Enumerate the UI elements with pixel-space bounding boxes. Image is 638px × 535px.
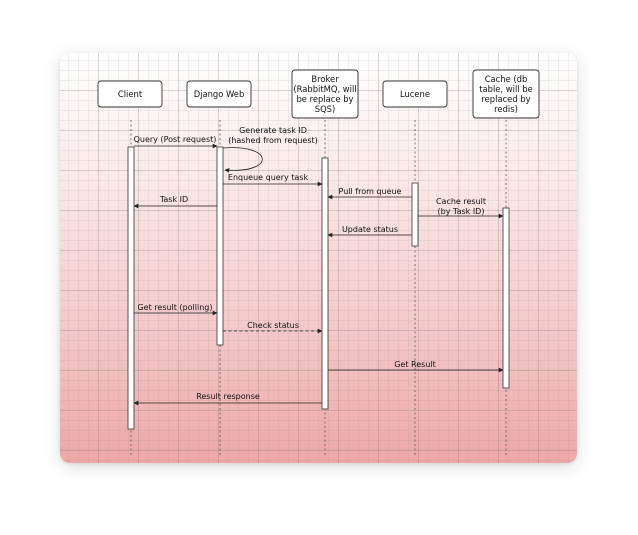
participant-label: Client bbox=[118, 89, 143, 99]
participant-django[interactable]: Django Web bbox=[186, 80, 252, 108]
message-label-line: (by Task ID) bbox=[438, 207, 485, 216]
message-query[interactable]: Query (Post request) bbox=[134, 135, 218, 149]
message-label: Get Result bbox=[394, 360, 436, 369]
message-label: Update status bbox=[342, 225, 398, 234]
message-label-line: Get result (polling) bbox=[137, 303, 212, 312]
message-check-status[interactable]: Check status bbox=[223, 321, 323, 334]
message-label: Task ID bbox=[159, 195, 188, 204]
diagram-canvas bbox=[60, 53, 577, 463]
message-label-line: Task ID bbox=[159, 195, 188, 204]
message-label-line: Pull from queue bbox=[339, 187, 402, 196]
message-generate-task-id[interactable]: Generate task ID(hashed from request) bbox=[222, 126, 318, 173]
participant-box bbox=[291, 69, 359, 119]
message-label: Cache result(by Task ID) bbox=[436, 197, 486, 216]
message-label: Check status bbox=[247, 321, 299, 330]
message-label-line: Generate task ID bbox=[239, 126, 307, 135]
message-label: Generate task ID(hashed from request) bbox=[228, 126, 318, 145]
participant-lucene[interactable]: Lucene bbox=[382, 80, 448, 108]
message-update-status[interactable]: Update status bbox=[327, 225, 412, 238]
message-result-response[interactable]: Result response bbox=[133, 392, 322, 406]
participant-label: Lucene bbox=[400, 89, 430, 99]
participant-box bbox=[472, 69, 540, 119]
participant-label-line: redis) bbox=[494, 104, 518, 114]
participant-box bbox=[97, 80, 163, 108]
activation-bar-client bbox=[127, 146, 135, 430]
participant-label-line: Lucene bbox=[400, 89, 430, 99]
message-task-id[interactable]: Task ID bbox=[133, 195, 217, 209]
participant-label-line: (RabbitMQ, will bbox=[293, 84, 356, 94]
grid-background bbox=[60, 53, 577, 463]
message-arrow bbox=[222, 147, 263, 173]
participant-label-line: Cache (db bbox=[485, 74, 528, 84]
message-pull[interactable]: Pull from queue bbox=[327, 187, 412, 200]
activation-bar-cache bbox=[502, 207, 510, 389]
message-label: Pull from queue bbox=[339, 187, 402, 196]
participant-label-line: SQS) bbox=[315, 104, 336, 114]
message-get-result-polling[interactable]: Get result (polling) bbox=[134, 303, 218, 316]
message-label: Enqueue query task bbox=[228, 173, 309, 182]
message-label-line: Enqueue query task bbox=[228, 173, 309, 182]
message-label: Get result (polling) bbox=[137, 303, 212, 312]
message-label-line: (hashed from request) bbox=[228, 136, 318, 145]
participant-label-line: Broker bbox=[311, 74, 339, 84]
message-enqueue[interactable]: Enqueue query task bbox=[223, 173, 323, 187]
participant-label-line: table, will be bbox=[479, 84, 533, 94]
participant-label: Django Web bbox=[194, 89, 245, 99]
participant-box bbox=[382, 80, 448, 108]
activation-bar-django bbox=[216, 146, 224, 346]
message-label-line: Result response bbox=[196, 392, 260, 401]
participant-label-line: replaced by bbox=[481, 94, 530, 104]
message-label: Result response bbox=[196, 392, 260, 401]
participant-box bbox=[186, 80, 252, 108]
message-label-line: Update status bbox=[342, 225, 398, 234]
message-label-line: Get Result bbox=[394, 360, 436, 369]
activation-bar-broker bbox=[321, 157, 329, 410]
message-label-line: Cache result bbox=[436, 197, 486, 206]
activation-bar-lucene bbox=[411, 182, 419, 247]
participant-label-line: be replace by bbox=[296, 94, 353, 104]
message-label-line: Query (Post request) bbox=[134, 135, 217, 144]
participant-label-line: Client bbox=[118, 89, 143, 99]
participant-client[interactable]: Client bbox=[97, 80, 163, 108]
message-cache-result[interactable]: Cache result(by Task ID) bbox=[418, 197, 504, 219]
message-label-line: Check status bbox=[247, 321, 299, 330]
participant-label-line: Django Web bbox=[194, 89, 245, 99]
message-get-result[interactable]: Get Result bbox=[328, 360, 504, 373]
message-label: Query (Post request) bbox=[134, 135, 217, 144]
